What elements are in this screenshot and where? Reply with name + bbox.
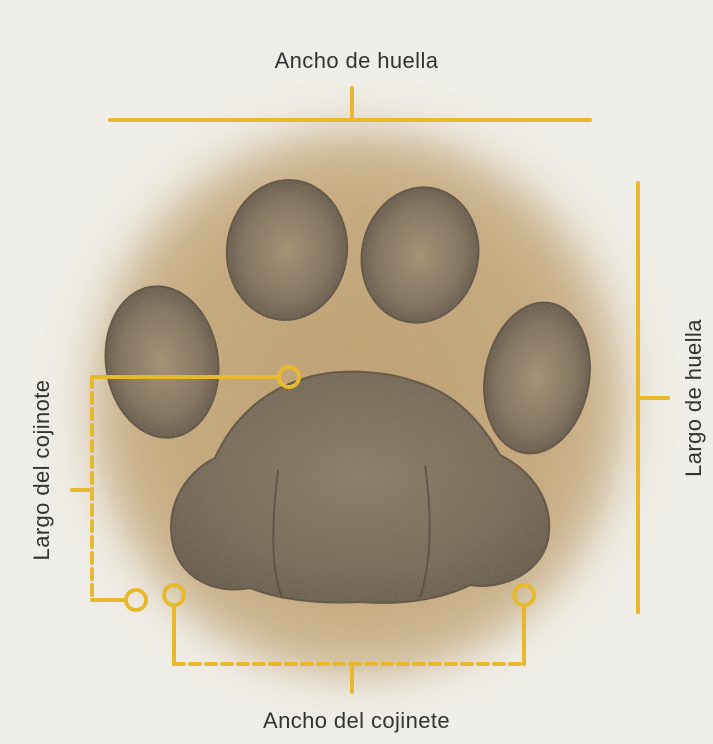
- print-length-marker: [638, 183, 668, 612]
- pad-width-label: Ancho del cojinete: [0, 708, 713, 734]
- print-width-marker: [110, 88, 590, 120]
- pad-length-label: Largo del cojinote: [29, 380, 55, 561]
- print-length-label: Largo de huella: [681, 319, 707, 477]
- print-width-label: Ancho de huella: [0, 48, 713, 74]
